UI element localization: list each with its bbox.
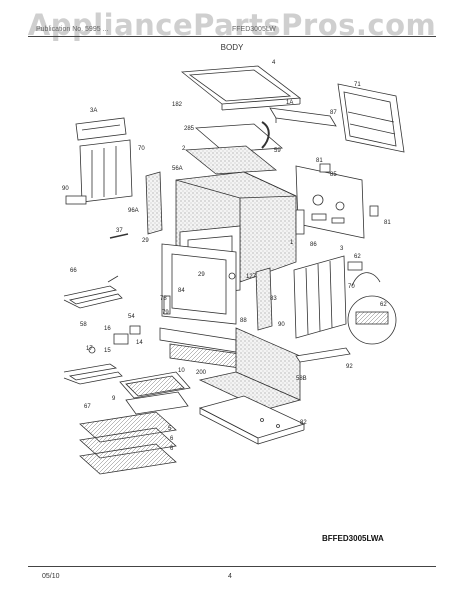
callout-label: 70 (138, 146, 145, 152)
terminal-block (369, 205, 379, 217)
callout-label: 90 (278, 322, 285, 328)
callout-label: 16 (104, 326, 111, 332)
support-post (295, 209, 305, 235)
right-insulation (255, 267, 273, 331)
callout-label: 79 (162, 310, 169, 316)
bottom-rail (295, 347, 351, 363)
callout-label: 37 (116, 228, 123, 234)
callout-label: 3A (90, 108, 97, 114)
bake-element (63, 363, 123, 385)
callout-label: 127 (246, 274, 257, 280)
broil-element (63, 275, 123, 309)
callout-label: 58B (296, 376, 307, 382)
connector-block (319, 163, 331, 173)
callout-label: 62 (380, 302, 387, 308)
callout-label: 83 (270, 296, 277, 302)
callout-label: 15 (104, 348, 111, 354)
callout-label: 56A (172, 166, 183, 172)
callout-label: 10 (178, 368, 185, 374)
callout-label: 62 (354, 254, 361, 260)
diagram-model-code: BFFED3005LWA (322, 534, 384, 543)
callout-label: 58 (80, 322, 87, 328)
callout-label: 29 (198, 272, 205, 278)
header-rule (28, 36, 436, 37)
door-hinge (163, 295, 171, 315)
vent-duct (261, 121, 270, 149)
rear-electrical-panel (295, 165, 365, 239)
insulation-pad (194, 123, 284, 153)
mounting-bracket (65, 195, 87, 205)
callout-label: 29 (142, 238, 149, 244)
footer-rule (28, 566, 436, 567)
broiler-pan (119, 371, 191, 415)
page-number: 4 (228, 573, 232, 580)
side-insulation (145, 171, 163, 235)
bottom-panel (198, 395, 306, 445)
terminal-detail (347, 272, 397, 345)
callout-label: 92 (346, 364, 353, 370)
callout-label: 1 (290, 240, 294, 246)
callout-labels: 4 3A 182 1A 71 87 285 2 59 70 56A 81 90 … (62, 60, 391, 452)
callout-label: 14 (136, 340, 143, 346)
callout-label: 71 (354, 82, 361, 88)
callout-label: 6 (170, 436, 174, 442)
vent-tube (109, 233, 129, 239)
left-side-panel (79, 139, 133, 203)
callout-label: 5 (168, 426, 172, 432)
callout-label: 81 (384, 220, 391, 226)
oven-racks (79, 411, 177, 475)
back-panel (337, 83, 405, 153)
callout-label: 81 (316, 158, 323, 164)
right-side-panel (293, 255, 347, 339)
callout-label: 90 (62, 186, 69, 192)
callout-label: 82 (300, 420, 307, 426)
top-insulation (184, 145, 278, 175)
callout-label: 84 (178, 288, 185, 294)
callout-label: 54 (128, 314, 135, 320)
callout-label: 70 (348, 284, 355, 290)
callout-label: 85 (330, 172, 337, 178)
callout-label: 3 (340, 246, 344, 252)
callout-label: 17 (86, 346, 93, 352)
callout-label: 78 (160, 296, 167, 302)
callout-label: 4 (272, 60, 276, 66)
callout-label: 86 (310, 242, 317, 248)
left-bracket (75, 117, 127, 141)
top-panel (180, 65, 302, 111)
callout-label: 9 (112, 396, 116, 402)
callout-label: 200 (196, 370, 207, 376)
callout-label: 88 (240, 318, 247, 324)
callout-label: 87 (330, 110, 337, 116)
top-rail (269, 107, 337, 127)
callout-label: 66 (70, 268, 77, 274)
callout-label: 2 (182, 146, 186, 152)
section-title: BODY (220, 43, 244, 52)
callout-label: 285 (184, 126, 195, 132)
callout-label: 182 (172, 102, 183, 108)
callout-label: 96A (128, 208, 139, 214)
callout-label: 59 (274, 148, 281, 154)
terminal-connector (347, 261, 363, 271)
callout-label: 67 (84, 404, 91, 410)
publication-number: Publication No. 5995 ... (36, 26, 109, 33)
callout-label: 6 (170, 446, 174, 452)
element-connectors (88, 325, 141, 354)
front-trim (159, 327, 241, 369)
door-frame (161, 243, 237, 325)
callout-label: 1A (286, 100, 293, 106)
footer-date: 05/10 (42, 573, 60, 580)
model-number-header: FFED3005LW (232, 26, 276, 33)
